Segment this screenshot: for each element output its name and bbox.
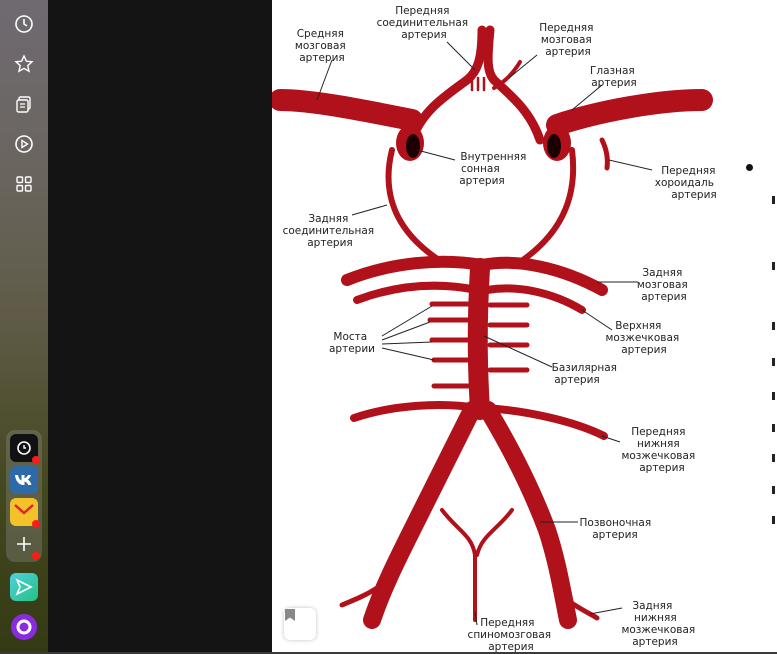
browser-sidebar — [0, 0, 48, 654]
label-anterior-spinal: Передняя спиномозговая артерия — [468, 617, 555, 652]
label-anterior-cerebral: Передняя мозговая артерия — [539, 22, 597, 58]
label-vertebral: Позвоночная артерия — [580, 517, 655, 541]
add-app-icon[interactable] — [10, 530, 40, 560]
label-anterior-inferior-cerebellar: Передняя нижняя мозжечковая артерия — [621, 426, 698, 474]
cut-off-text-fragment — [772, 454, 775, 462]
grid-icon[interactable] — [9, 169, 39, 199]
label-posterior-inferior-cerebellar: Задняя нижняя мозжечковая артерия — [621, 600, 698, 648]
cut-off-text-fragment — [772, 196, 775, 204]
star-icon[interactable] — [9, 49, 39, 79]
vk-app-icon[interactable] — [10, 466, 38, 494]
label-anterior-communicating: Передняя соединительная артерия — [377, 5, 472, 41]
bookmark-icon — [285, 609, 295, 621]
cut-off-text-fragment — [772, 516, 775, 524]
assistant-app-icon[interactable] — [10, 613, 38, 641]
clock-app-icon[interactable] — [10, 434, 40, 464]
send-app-icon[interactable] — [10, 573, 38, 601]
artery-paths — [272, 25, 713, 629]
cut-off-text-fragment — [772, 322, 775, 330]
label-superior-cerebellar: Верхняя мозжечковая артерия — [605, 320, 682, 356]
label-anterior-choroidal: Передняя хороидаль артерия — [655, 165, 719, 201]
label-internal-carotid: Внутренняя сонная артерия — [459, 151, 529, 187]
play-icon[interactable] — [9, 129, 39, 159]
cut-off-text-fragment — [772, 262, 775, 270]
diagram-labels: Передняя соединительная артерия Передняя… — [283, 5, 719, 652]
leader-lines — [316, 41, 653, 626]
label-posterior-cerebral: Задняя мозговая артерия — [637, 267, 691, 303]
label-posterior-communicating: Задняя соединительная артерия — [283, 213, 378, 249]
label-ophthalmic: Глазная артерия — [590, 65, 638, 89]
mail-app-icon[interactable] — [10, 498, 40, 528]
history-icon[interactable] — [9, 9, 39, 39]
dark-panel — [48, 0, 272, 654]
label-basilar: Базилярная артерия — [552, 362, 621, 386]
bottom-edge — [0, 652, 777, 654]
bookmark-button[interactable] — [284, 608, 316, 640]
cut-off-text-fragment — [772, 424, 775, 432]
list-bullet — [746, 164, 753, 171]
cut-off-text-fragment — [772, 392, 775, 400]
collections-icon[interactable] — [9, 89, 39, 119]
label-pontine: Моста артерии — [329, 331, 375, 355]
cut-off-text-fragment — [772, 358, 775, 366]
cut-off-text-fragment — [772, 486, 775, 494]
cerebral-arteries-diagram: Передняя соединительная артерия Передняя… — [272, 5, 719, 652]
pinned-apps-group — [6, 430, 42, 562]
label-middle-cerebral: Средняя мозговая артерия — [295, 28, 349, 64]
image-viewer: Передняя соединительная артерия Передняя… — [272, 0, 777, 652]
